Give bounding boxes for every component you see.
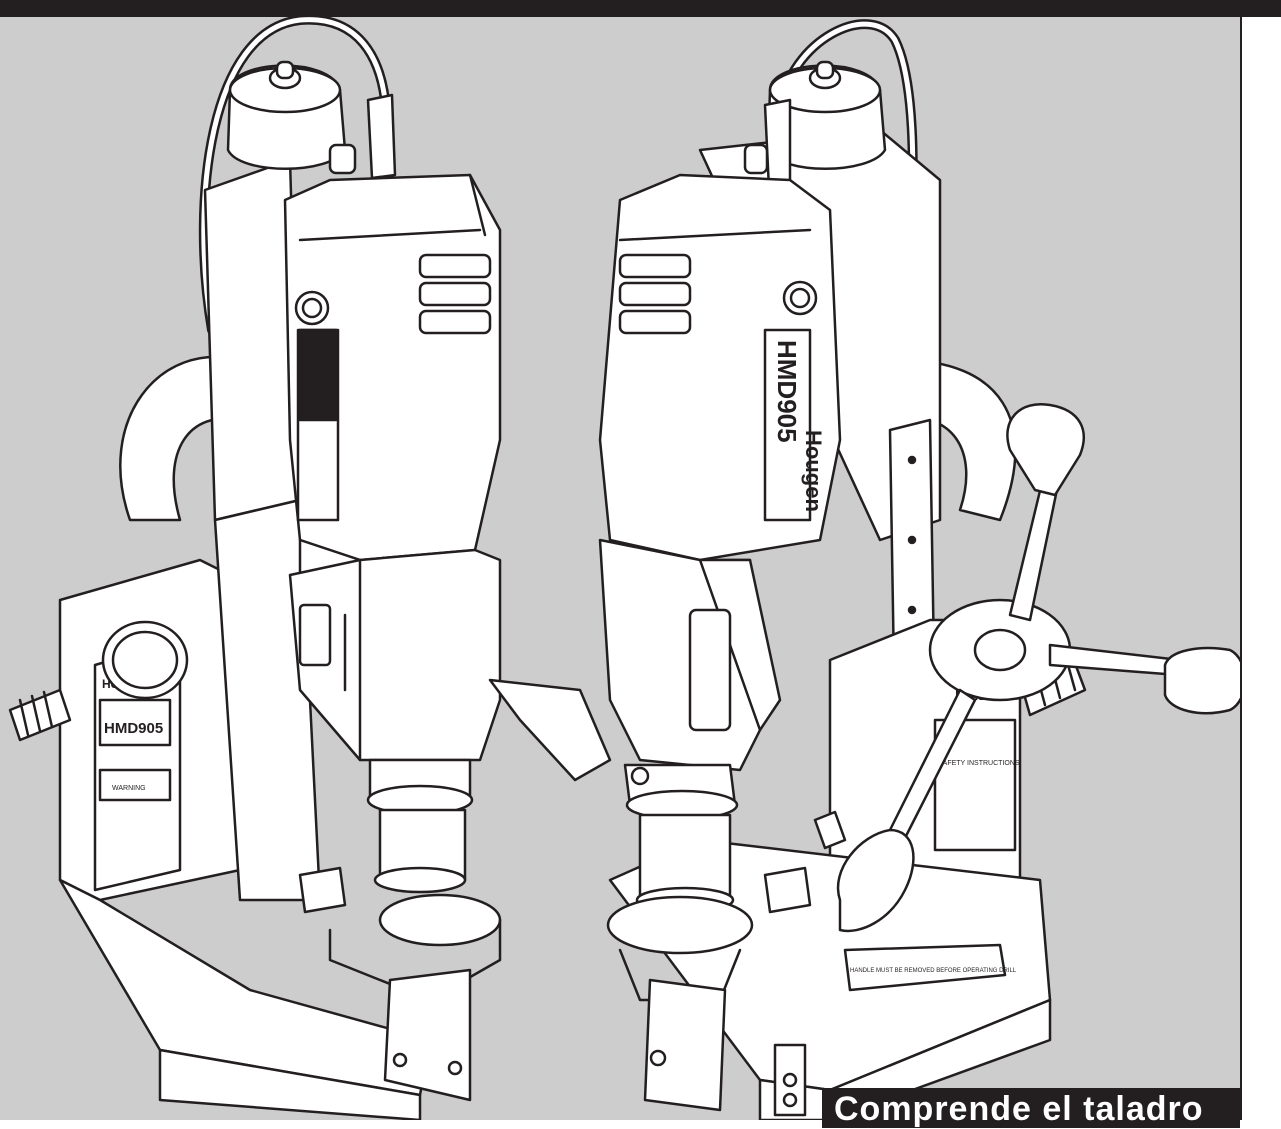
right-base-notice-text: HANDLE MUST BE REMOVED BEFORE OPERATING … bbox=[850, 968, 1017, 974]
illustration-frame: Hougen HMD905 WARNING bbox=[0, 17, 1242, 1120]
left-warning-text: WARNING bbox=[112, 785, 146, 792]
right-brand-text: Hougen bbox=[801, 430, 826, 512]
right-safety-text: SAFETY INSTRUCTIONS bbox=[938, 760, 1020, 767]
left-drill: Hougen HMD905 WARNING bbox=[8, 17, 612, 1120]
right-model-text: HMD905 bbox=[772, 340, 802, 443]
section-caption: Comprende el taladro bbox=[834, 1090, 1204, 1128]
right-margin-strip bbox=[1242, 17, 1281, 1120]
left-model-text: HMD905 bbox=[104, 720, 163, 737]
right-drill: HMD905 SAFETY INSTRUCTIONS HANDLE MUST B… bbox=[598, 19, 1240, 1120]
top-bar bbox=[0, 0, 1281, 17]
drill-illustration: Hougen HMD905 WARNING bbox=[8, 17, 1240, 1120]
